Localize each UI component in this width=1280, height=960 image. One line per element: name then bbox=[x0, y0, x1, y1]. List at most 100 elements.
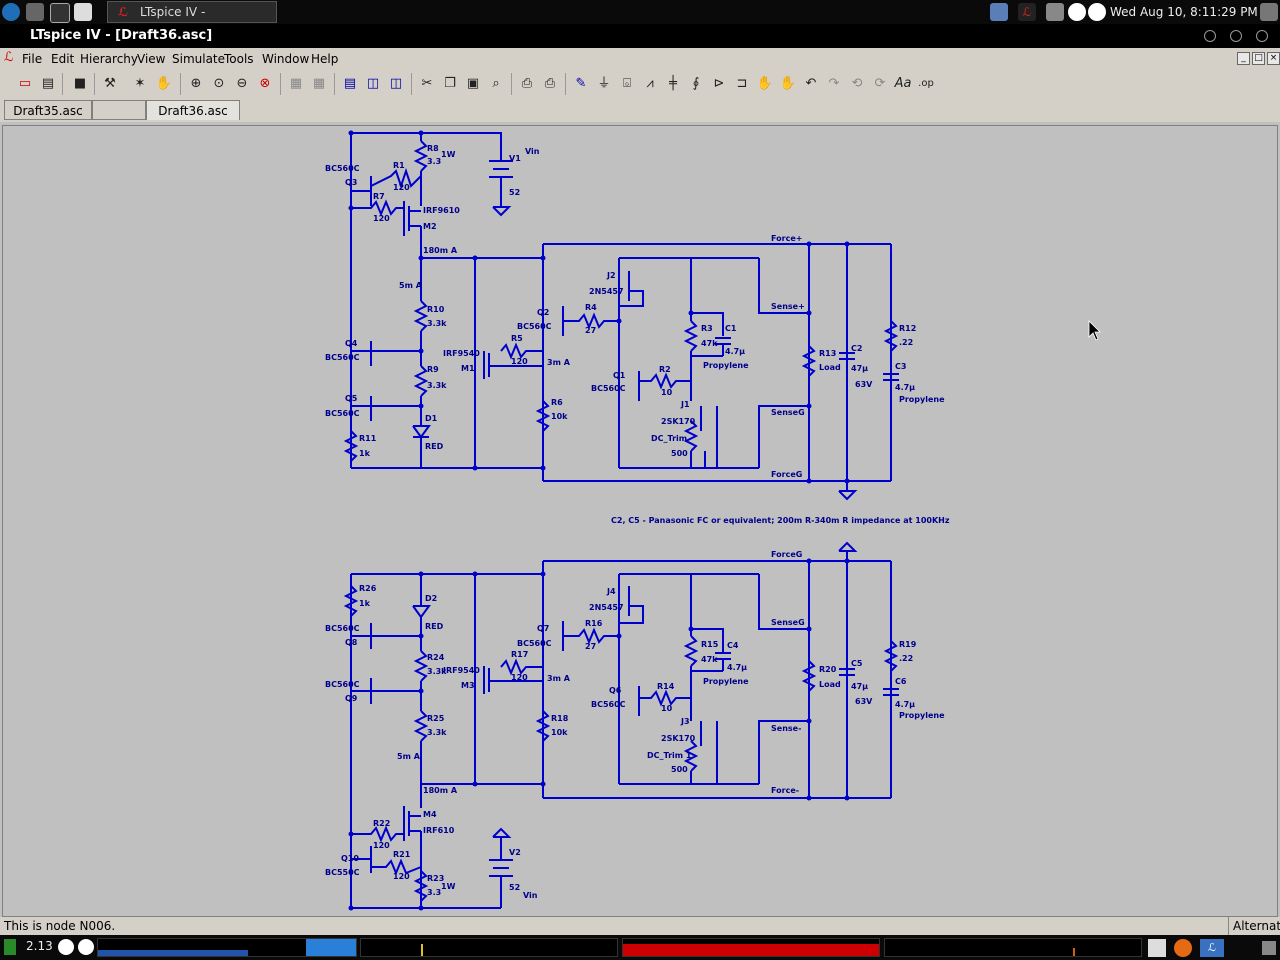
wire-icon[interactable]: ✎ bbox=[575, 76, 587, 91]
mdi-close-button[interactable]: × bbox=[1267, 52, 1280, 65]
print-preview-icon[interactable]: ⎙ bbox=[521, 76, 533, 91]
status-bar: This is node N006. Alternat bbox=[0, 917, 1280, 935]
bottom-circuit-label: M4 bbox=[423, 810, 437, 819]
new-schematic-icon[interactable]: ▭ bbox=[18, 76, 32, 91]
top-circuit-label: 3.3k bbox=[427, 319, 447, 328]
bottom-circuit-label: Vin bbox=[523, 891, 538, 900]
trash-icon[interactable] bbox=[1262, 941, 1276, 955]
bottom-circuit-label: BC560C bbox=[517, 639, 552, 648]
text-editor-icon[interactable] bbox=[74, 3, 92, 21]
diode-icon[interactable]: ⊳ bbox=[713, 76, 725, 91]
top-circuit-label: C1 bbox=[725, 324, 737, 333]
status-right: Alternat bbox=[1228, 917, 1280, 935]
tile-horizontal-icon[interactable]: ▤ bbox=[343, 76, 357, 91]
bottom-circuit-label: BC550C bbox=[325, 868, 360, 877]
copy-icon[interactable]: ❐ bbox=[444, 76, 456, 91]
top-circuit-label: DC_Trim bbox=[651, 434, 687, 443]
top-circuit-label: 3.3 bbox=[427, 157, 441, 166]
zoom-in-icon[interactable]: ⊕ bbox=[190, 76, 202, 91]
mouse-cursor bbox=[1088, 320, 1101, 341]
bottom-circuit-label: SenseG bbox=[771, 618, 805, 627]
pan-icon[interactable]: ✋ bbox=[155, 76, 173, 91]
menu-tools[interactable]: Tools bbox=[224, 52, 254, 66]
cut-icon[interactable]: ✂ bbox=[421, 76, 433, 91]
lock-icon[interactable] bbox=[1260, 3, 1278, 21]
minimize-button[interactable] bbox=[1204, 30, 1216, 42]
top-circuit-label: Q5 bbox=[345, 394, 358, 403]
menu-view[interactable]: View bbox=[137, 52, 166, 66]
top-circuit-label: 52 bbox=[509, 188, 520, 197]
bottom-circuit-label: 180m A bbox=[423, 786, 458, 795]
menu-hierarchy[interactable]: Hierarchy bbox=[80, 52, 139, 66]
inductor-icon[interactable]: ∮ bbox=[692, 76, 700, 91]
ground-icon[interactable]: ⏚ bbox=[597, 76, 611, 91]
move-icon[interactable]: ✋ bbox=[756, 76, 774, 91]
print-icon[interactable]: ⎙ bbox=[544, 76, 556, 91]
workspace-icon[interactable] bbox=[4, 939, 16, 955]
bottom-circuit-label: 5m A bbox=[397, 752, 421, 761]
zoom-out-icon[interactable]: ⊖ bbox=[236, 76, 248, 91]
app-menu-icon[interactable] bbox=[2, 3, 20, 21]
cpu-graph bbox=[97, 938, 357, 957]
mdi-restore-button[interactable]: □ bbox=[1252, 52, 1265, 65]
eye-icon bbox=[1088, 3, 1106, 21]
open-icon[interactable]: ▤ bbox=[41, 76, 55, 91]
menu-edit[interactable]: Edit bbox=[51, 52, 75, 66]
mail-icon[interactable] bbox=[990, 3, 1008, 21]
settings-icon[interactable] bbox=[1046, 3, 1064, 21]
ltspice-launcher-icon[interactable]: ℒ bbox=[1200, 939, 1224, 957]
top-circuit-label: R4 bbox=[585, 303, 597, 312]
mdi-minimize-button[interactable]: _ bbox=[1237, 52, 1250, 65]
bottom-circuit-label: Force- bbox=[771, 786, 799, 795]
firefox-icon[interactable] bbox=[1174, 939, 1192, 957]
top-circuit-label: Sense+ bbox=[771, 302, 805, 311]
cascade-icon[interactable]: ◫ bbox=[366, 76, 380, 91]
terminal-icon[interactable] bbox=[50, 3, 70, 23]
tile-vertical-icon[interactable]: ◫ bbox=[389, 76, 403, 91]
network-icon[interactable] bbox=[1148, 939, 1166, 957]
top-circuit-label: J1 bbox=[680, 400, 690, 409]
top-circuit-label: 3.3k bbox=[427, 381, 447, 390]
find-icon[interactable]: ⌕ bbox=[492, 76, 500, 91]
menu-help[interactable]: Help bbox=[311, 52, 339, 66]
tab-draft35[interactable]: Draft35.asc bbox=[4, 100, 92, 120]
close-button[interactable] bbox=[1256, 30, 1268, 42]
menu-simulate[interactable]: Simulate bbox=[172, 52, 226, 66]
bottom-circuit-label: R22 bbox=[373, 819, 390, 828]
bottom-circuit-label: 500 bbox=[671, 765, 688, 774]
top-circuit-label: R12 bbox=[899, 324, 916, 333]
zoom-fit-icon[interactable]: ⊙ bbox=[213, 76, 225, 91]
drag-icon[interactable]: ✋ bbox=[779, 76, 797, 91]
menu-file[interactable]: File bbox=[22, 52, 43, 66]
top-circuit-label: R2 bbox=[659, 365, 671, 374]
top-circuit-label: R13 bbox=[819, 349, 836, 358]
component-icon[interactable]: ⊐ bbox=[736, 76, 748, 91]
save-icon[interactable]: ■ bbox=[73, 76, 87, 91]
mirror-icon: ⟳ bbox=[874, 76, 886, 91]
top-circuit-label: 27 bbox=[585, 326, 596, 335]
zoom-cancel-icon[interactable]: ⊗ bbox=[259, 76, 271, 91]
bottom-circuit-label: C4 bbox=[727, 641, 739, 650]
top-circuit-label: .22 bbox=[899, 338, 913, 347]
spice-directive-icon[interactable]: .op bbox=[918, 78, 934, 89]
ltspice-tray-icon[interactable]: ℒ bbox=[1018, 3, 1036, 21]
top-circuit-label: 10k bbox=[551, 412, 568, 421]
text-icon[interactable]: Aa bbox=[894, 76, 912, 91]
undo-icon[interactable]: ↶ bbox=[805, 76, 817, 91]
resistor-icon[interactable]: ⩘ bbox=[646, 76, 654, 91]
paste-icon[interactable]: ▣ bbox=[466, 76, 480, 91]
maximize-button[interactable] bbox=[1230, 30, 1242, 42]
tab-draft36[interactable]: Draft36.asc bbox=[146, 100, 240, 120]
label-net-icon[interactable]: ⌺ bbox=[623, 76, 631, 91]
top-circuit-label: ForceG bbox=[771, 470, 802, 479]
run-icon[interactable]: ✶ bbox=[134, 76, 146, 91]
top-circuit-label: 180m A bbox=[423, 246, 458, 255]
menu-window[interactable]: Window bbox=[262, 52, 310, 66]
taskbar-window-button[interactable]: ℒ LTspice IV - [Draft36.asc] bbox=[107, 1, 277, 39]
bottom-circuit-label: 120 bbox=[373, 841, 390, 850]
control-panel-icon[interactable]: ⚒ bbox=[104, 76, 116, 91]
capacitor-icon[interactable]: ╪ bbox=[669, 76, 677, 91]
calculator-icon[interactable] bbox=[26, 3, 44, 21]
top-circuit-label: BC560C bbox=[325, 409, 360, 418]
